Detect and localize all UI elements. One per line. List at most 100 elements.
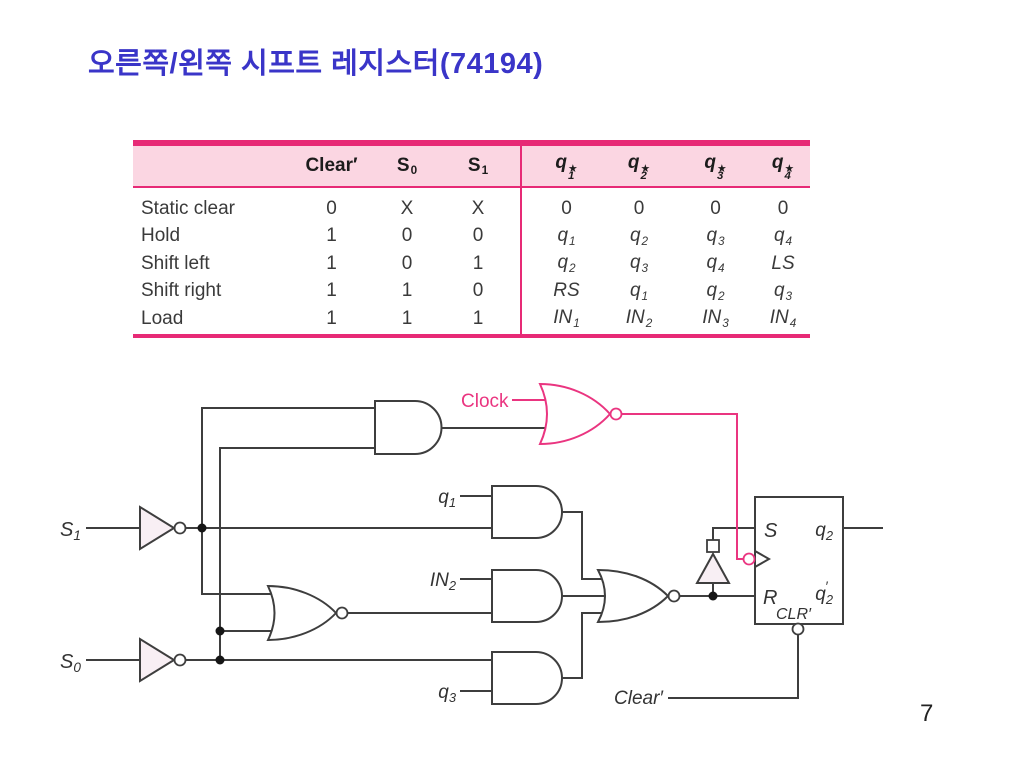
table-header-cell: S1: [467, 154, 489, 178]
table-cell: 0: [777, 197, 789, 219]
table-cell: q3: [706, 224, 725, 248]
wire-inverter-to-s: [712, 527, 755, 540]
flipflop-clock-bubble: [742, 552, 756, 566]
table-cell: IN1: [553, 307, 580, 331]
table-cell: 1: [401, 280, 413, 302]
junction-r: [708, 591, 718, 601]
and-gate-q3: [491, 651, 563, 705]
inverter-s0: [139, 637, 176, 683]
table-header-cell: q★2: [627, 151, 651, 182]
table-cell: 1: [326, 307, 337, 329]
table-cell: 1: [472, 252, 484, 274]
row-label: Shift left: [141, 252, 210, 274]
table-row: Shift left 1 0 1 q2 q3 q4 LS: [133, 250, 810, 278]
flipflop-clock-wedge: [754, 550, 772, 568]
table-cell: 1: [326, 252, 337, 274]
table-cell: 0: [401, 252, 413, 274]
table-cell: 0: [633, 197, 645, 219]
table-cell: 0: [561, 197, 572, 219]
table-cell: 1: [326, 280, 337, 302]
flipflop-clr-bubble: [791, 622, 805, 636]
table-cell: X: [471, 197, 485, 219]
table-header-cell: Clear′: [305, 155, 358, 176]
table-cell: 0: [401, 225, 413, 247]
table-cell: IN2: [625, 307, 653, 331]
inverter-s1-bubble: [173, 521, 187, 535]
table-header-cell: S0: [396, 154, 418, 178]
table-cell: q4: [706, 252, 725, 276]
or-gate-output: [596, 568, 670, 624]
table-cell: IN4: [769, 307, 797, 331]
row-label: Static clear: [141, 197, 235, 219]
table-cell: 0: [710, 197, 721, 219]
table-row: Shift right 1 1 0 RS q1 q2 q3: [133, 278, 810, 306]
table-cell: RS: [553, 280, 580, 302]
wire-s1-branch: [201, 407, 375, 595]
table-row: Load 1 1 1 IN1 IN2 IN3 IN4: [133, 305, 810, 333]
and-gate-select: [374, 400, 443, 455]
in2-label: IN2: [430, 570, 456, 593]
nor-gate-clock: [538, 382, 612, 446]
clock-label: Clock: [461, 391, 509, 412]
ff-r-label: R: [763, 587, 777, 609]
page-number: 7: [920, 700, 934, 727]
wire-and1-to-or: [562, 511, 612, 580]
inverter-r-to-s-bubble: [706, 539, 720, 553]
wire-gated-clock: [622, 413, 743, 560]
nor-gate-load: [266, 584, 338, 642]
row-label: Shift right: [141, 280, 222, 302]
table-header-cell: q★3: [704, 151, 727, 182]
q1-label: q1: [438, 487, 456, 510]
table-row: Hold 1 0 0 q1 q2 q3 q4: [133, 223, 810, 251]
nor-gate-load-bubble: [335, 606, 349, 620]
or-gate-output-bubble: [667, 589, 681, 603]
table-column-divider: [520, 146, 522, 338]
inverter-s0-bubble: [173, 653, 187, 667]
junction-s0: [215, 655, 225, 665]
table-cell: 0: [472, 225, 484, 247]
table-cell: 1: [472, 307, 484, 329]
table-header-cell: q★1: [555, 151, 578, 182]
table-top-rule: [133, 140, 810, 146]
row-label: Hold: [141, 225, 181, 247]
inverter-r-to-s: [695, 551, 731, 584]
and-gate-q1: [491, 485, 563, 539]
table-cell: q4: [773, 224, 793, 248]
table-cell: q2: [629, 224, 649, 248]
table-header-cell: q★4: [771, 151, 795, 182]
table-cell: q2: [706, 279, 725, 303]
table-cell: 1: [326, 225, 337, 247]
and-gate-in2: [491, 569, 563, 623]
table-cell: q2: [557, 252, 576, 276]
wire-and3-to-or: [562, 612, 612, 679]
table-header: Clear′ S0 S1 q★1 q★2 q★3 q★4: [133, 146, 810, 188]
table-cell: q1: [557, 224, 576, 248]
nor-gate-clock-bubble: [609, 407, 623, 421]
ff-s-label: S: [764, 520, 778, 542]
inverter-s1: [139, 505, 176, 551]
clear-label: Clear′: [614, 688, 664, 709]
table-cell: 0: [472, 280, 484, 302]
q3-label: q3: [438, 682, 457, 705]
s0-label: S0: [60, 651, 81, 675]
table-cell: 1: [401, 307, 413, 329]
slide-title: 오른쪽/왼쪽 시프트 레지스터(74194): [88, 48, 544, 80]
table-cell: LS: [771, 252, 795, 274]
wire-clear-to-clr: [668, 634, 799, 699]
row-label: Load: [141, 307, 184, 329]
junction-s1: [197, 523, 207, 533]
ff-clr-label: CLR′: [776, 606, 812, 623]
table-bottom-rule: [133, 334, 810, 338]
junction-s0-nor: [215, 626, 225, 636]
table-cell: IN3: [702, 307, 729, 331]
table-cell: q3: [629, 252, 649, 276]
s1-label: S1: [60, 519, 81, 543]
table-cell: q1: [629, 279, 649, 303]
table-cell: q3: [773, 279, 793, 303]
table-cell: 0: [326, 197, 337, 219]
